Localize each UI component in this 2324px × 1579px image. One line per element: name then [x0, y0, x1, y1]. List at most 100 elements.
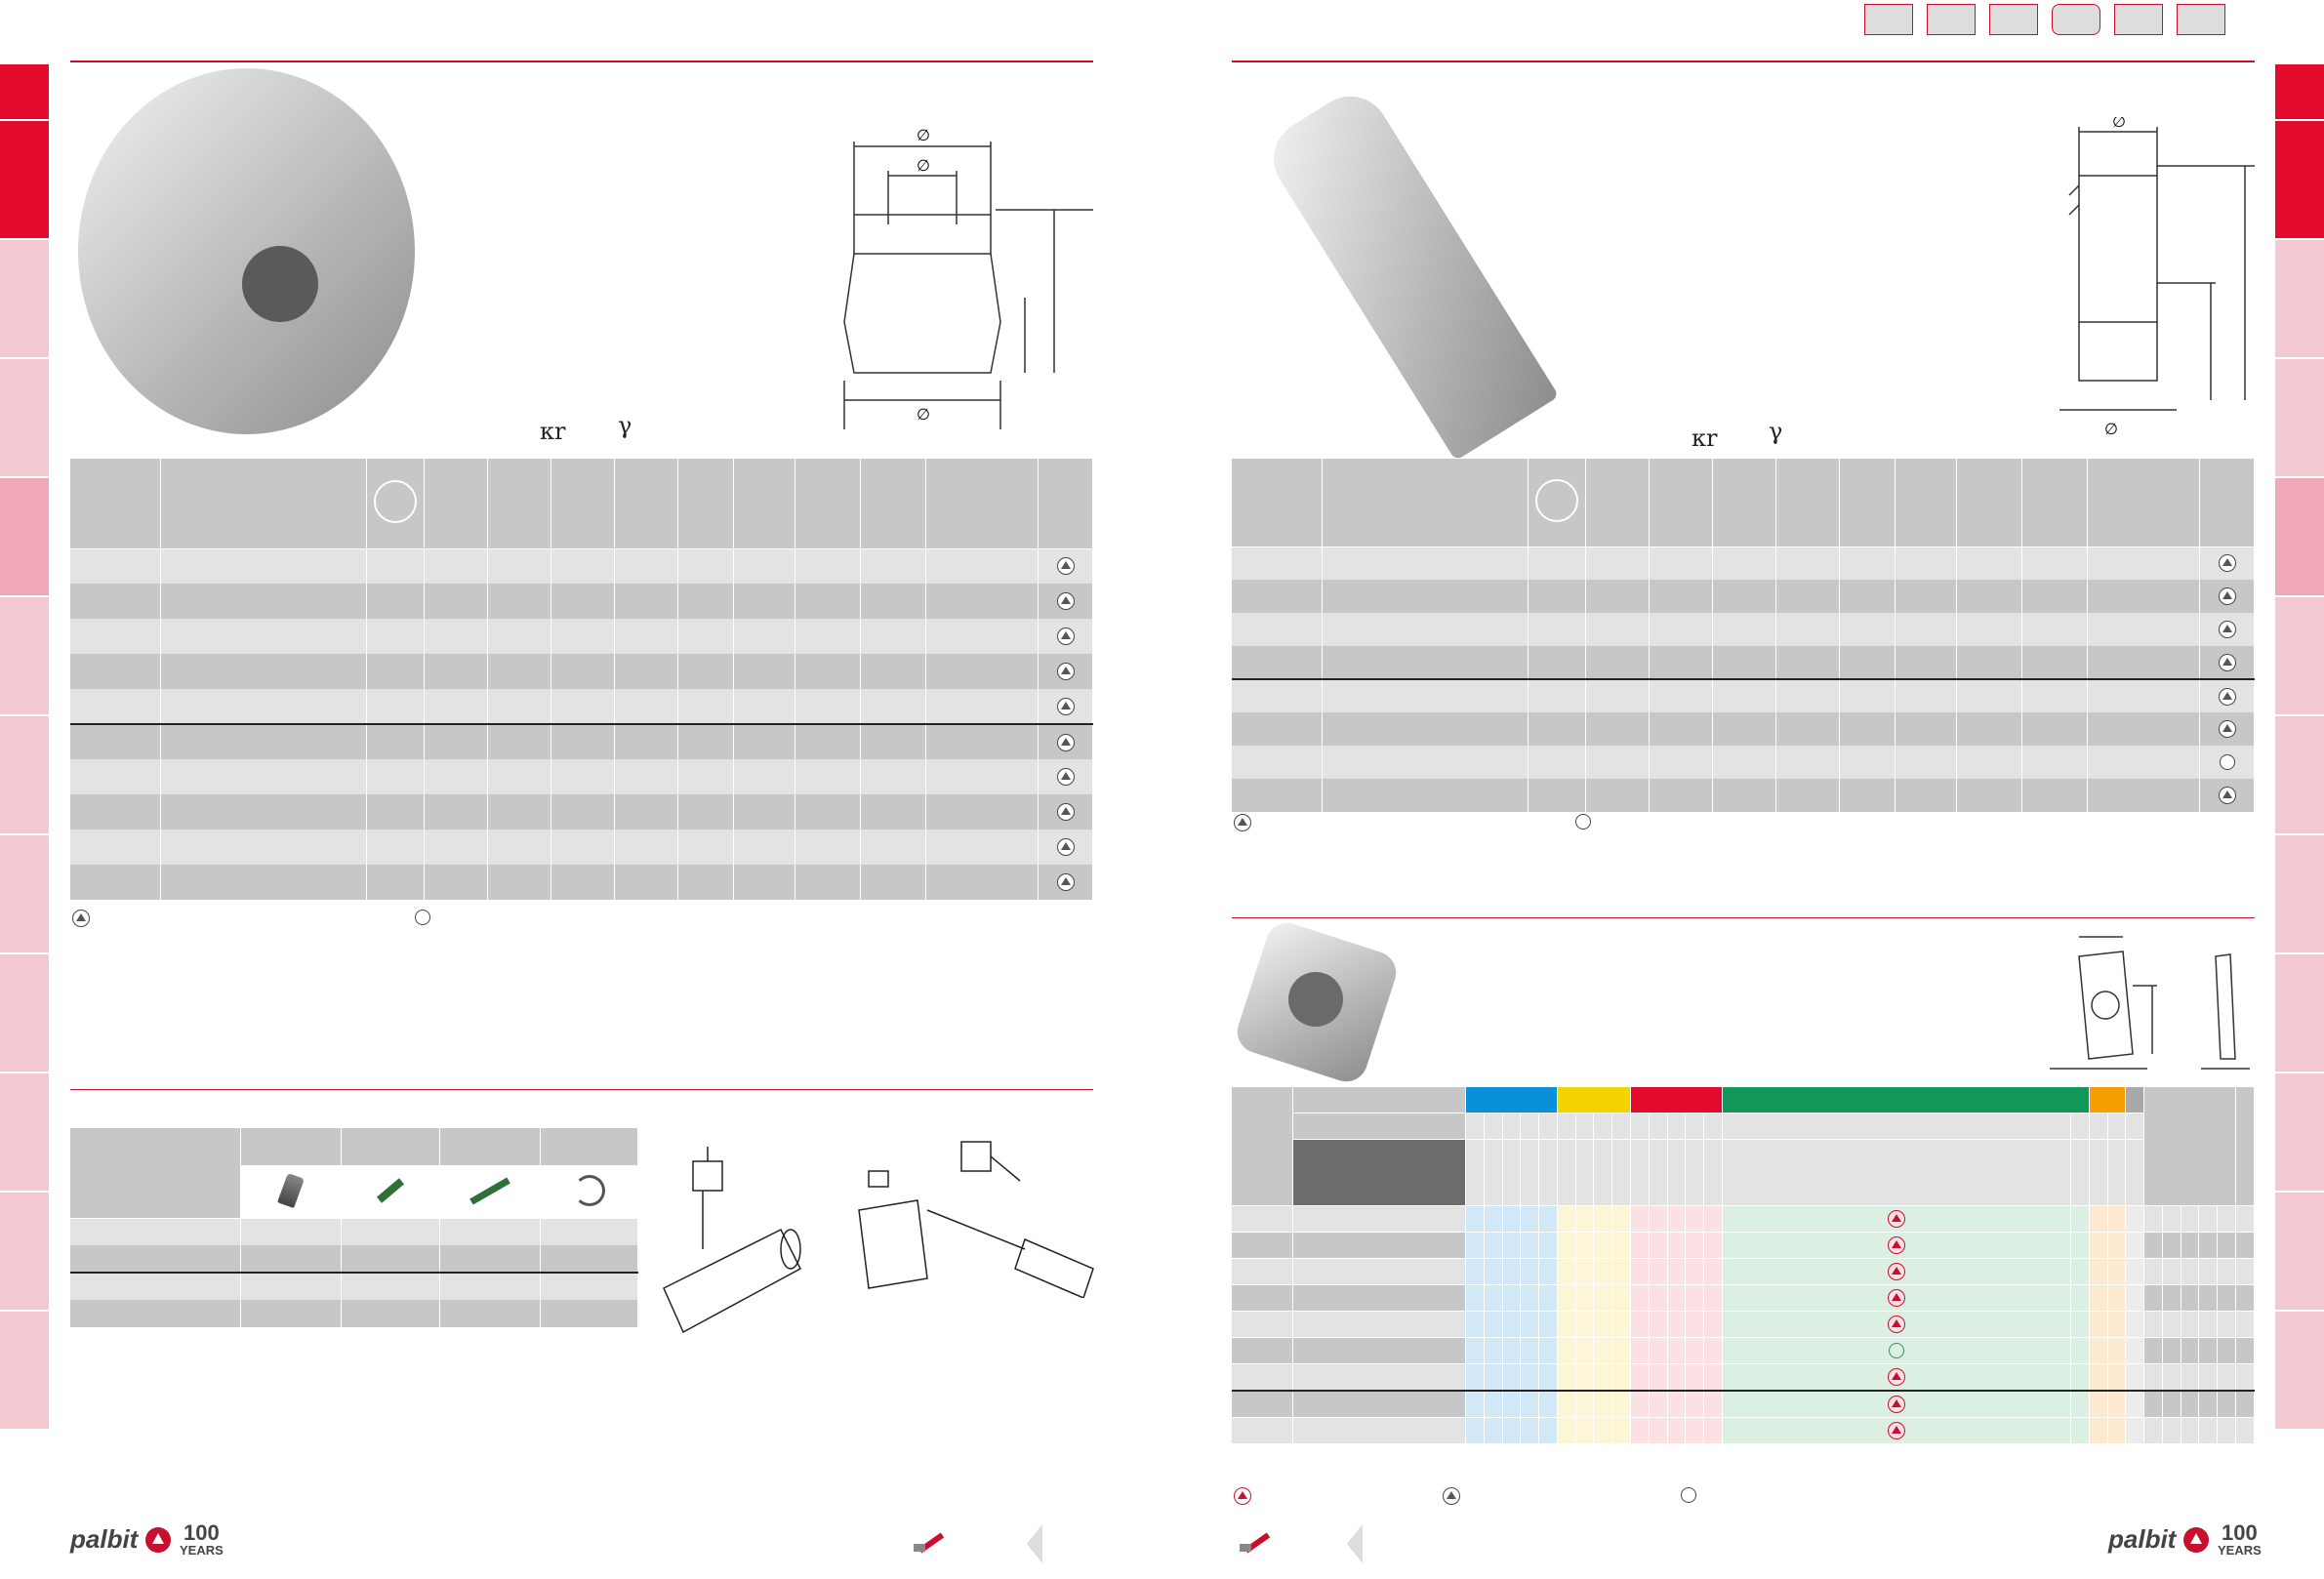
triangle-red-icon: [1887, 1316, 1905, 1333]
right-section-tabs[interactable]: [2275, 64, 2324, 1431]
triangle-icon: [2218, 587, 2236, 605]
table-row: [70, 865, 1093, 900]
left-section-tabs[interactable]: [0, 64, 49, 1431]
triangle-red-icon: [1887, 1236, 1905, 1254]
face-milling-icon[interactable]: [2177, 4, 2225, 35]
triangle-icon: [1443, 1487, 1460, 1505]
table-row: [1232, 678, 2255, 712]
left-angle-gamma: γ: [618, 412, 632, 439]
circle-icon: [1575, 814, 1591, 830]
left-header-rule: [70, 61, 1093, 62]
table-row: [1232, 1258, 2256, 1285]
tool-nav-icon-left[interactable]: [914, 1526, 949, 1554]
slot-milling-icon[interactable]: [1927, 4, 1976, 35]
pocket-milling-icon[interactable]: [2052, 4, 2100, 35]
right-header-rule: [1232, 61, 2255, 62]
grade-group-k: [1630, 1087, 1723, 1113]
svg-text:∅: ∅: [917, 126, 930, 144]
assembly-sketch-endmill: [663, 1147, 801, 1334]
grade-group-n: [1722, 1087, 2090, 1113]
table-row: [70, 794, 1093, 830]
insert-legend-3: [1681, 1487, 1696, 1503]
left-legend-2: [415, 910, 430, 925]
right-legend: [1234, 814, 1251, 831]
spring-ring-icon: [573, 1174, 605, 1206]
triangle-red-icon: [1887, 1210, 1905, 1228]
left-angle-kappa: κr: [540, 418, 566, 445]
table-row: [70, 584, 1093, 619]
table-row: [1232, 646, 2255, 679]
insert-legend-1: [1234, 1487, 1251, 1505]
triangle-icon: [2218, 787, 2236, 804]
tool-nav-icon-right[interactable]: [1240, 1526, 1275, 1554]
triangle-icon: [1056, 873, 1075, 891]
triangle-red-icon: [1887, 1263, 1905, 1280]
table-row: [1232, 712, 2255, 746]
triangle-red-icon: [1887, 1422, 1905, 1439]
table-row: [1232, 1311, 2256, 1338]
insert-drawing: [2050, 936, 2250, 1070]
ramping-icon[interactable]: [1989, 4, 2038, 35]
wrench-key-icon: [469, 1177, 510, 1205]
table-row: [1232, 746, 2255, 779]
table-row: [1232, 1284, 2256, 1312]
assembly-sketch-facemill: [858, 1141, 1094, 1298]
grade-group-p: [1465, 1087, 1558, 1113]
triangle-icon: [72, 910, 90, 927]
prev-page-icon[interactable]: [1027, 1524, 1042, 1563]
table-row: [70, 619, 1093, 654]
triangle-icon: [1234, 814, 1251, 831]
face-mill-drawing: ∅ ∅ ∅: [843, 126, 1093, 429]
plunge-milling-icon[interactable]: [2114, 4, 2163, 35]
table-row: [1232, 1417, 2256, 1444]
operation-icons[interactable]: [1864, 4, 2225, 35]
table-row: [1232, 1205, 2256, 1233]
table-row: [70, 689, 1093, 724]
triangle-icon: [2218, 621, 2236, 638]
triangle-red-icon: [1887, 1289, 1905, 1307]
insert-legend-2: [1443, 1487, 1460, 1505]
table-row: [1232, 1337, 2256, 1364]
triangle-icon: [1056, 803, 1075, 821]
triangle-icon: [2218, 653, 2236, 671]
face-mill-bore: [242, 246, 318, 322]
brand-logo-right: palbit: [2108, 1524, 2210, 1555]
triangle-red-icon: [1887, 1396, 1905, 1413]
end-mill-photo: [1259, 81, 1560, 462]
table-row: [70, 830, 1093, 865]
table-row: [1232, 1363, 2256, 1392]
circle-icon: [2219, 754, 2235, 770]
brand-triangle-icon: [2183, 1526, 2210, 1553]
brand-triangle-icon: [145, 1526, 172, 1553]
screw-icon: [277, 1172, 305, 1208]
left-spare-parts-rule: [70, 1089, 1093, 1090]
table-row: [1232, 580, 2255, 613]
right-cutter-table: [1232, 459, 2255, 812]
next-page-icon[interactable]: [1347, 1524, 1363, 1563]
grade-group-h: [2125, 1087, 2145, 1113]
spare-parts-table: [70, 1128, 638, 1327]
grade-group-s: [2089, 1087, 2127, 1113]
shoulder-milling-icon[interactable]: [1864, 4, 1913, 35]
circle-icon: [1888, 1343, 1904, 1358]
insert-hole: [1288, 972, 1343, 1027]
triangle-icon: [2218, 720, 2236, 738]
target-icon: [1535, 479, 1578, 523]
table-row: [70, 759, 1093, 794]
right-angle-kappa: κr: [1692, 425, 1718, 452]
table-row: [1232, 779, 2255, 812]
table-row: [70, 654, 1093, 689]
right-legend-2: [1575, 814, 1591, 830]
left-legend: [72, 910, 90, 927]
triangle-icon: [1056, 663, 1075, 680]
left-cutter-table: [70, 459, 1093, 900]
circle-icon: [415, 910, 430, 925]
brand-logo-left: palbit: [70, 1524, 172, 1555]
triangle-icon: [1056, 592, 1075, 610]
triangle-icon: [1056, 768, 1075, 786]
torx-key-icon: [376, 1178, 405, 1203]
triangle-icon: [2218, 687, 2236, 706]
grade-group-m: [1557, 1087, 1632, 1113]
triangle-icon: [1056, 733, 1075, 751]
